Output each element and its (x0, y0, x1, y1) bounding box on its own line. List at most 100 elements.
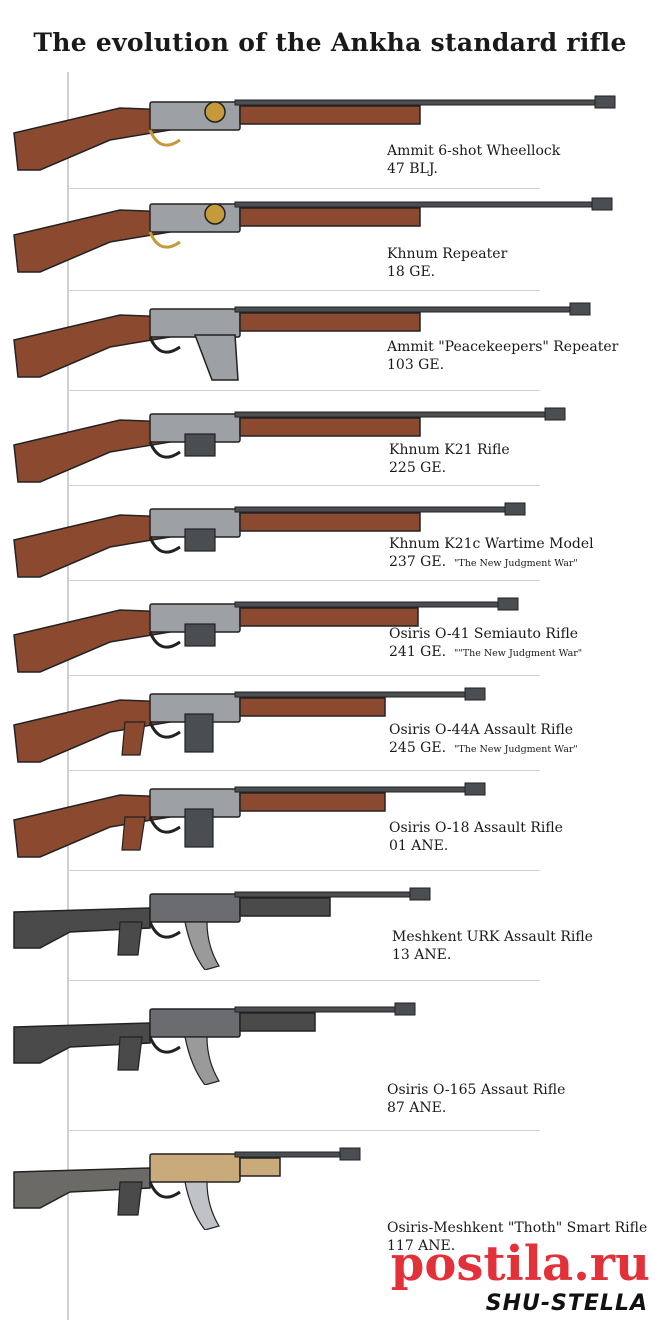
receiver-icon (149, 1153, 241, 1183)
page-title: The evolution of the Ankha standard rifl… (33, 28, 627, 57)
rifle-date-line: 245 GE."The New Judgment War" (389, 739, 578, 759)
magazine-icon (184, 808, 214, 848)
rifle-date: 237 GE. (389, 554, 447, 570)
barrel-icon (234, 786, 486, 793)
barrel-icon (234, 691, 486, 698)
stock-icon (13, 699, 171, 763)
rifle-date: 241 GE. (389, 644, 447, 660)
barrel-icon (234, 506, 526, 513)
magazine-icon (184, 528, 216, 552)
receiver-icon (149, 1008, 241, 1038)
separator-line (67, 390, 540, 391)
rifle-illustration (13, 782, 486, 858)
handguard-icon (239, 312, 421, 332)
rifle-note: "The New Judgment War" (454, 558, 578, 569)
handguard-icon (239, 697, 386, 717)
trigger-guard-icon (148, 631, 181, 649)
rifle-name: Osiris O-165 Assaut Rifle (387, 1082, 566, 1098)
pistol-grip-icon (121, 721, 146, 756)
receiver-icon (149, 203, 241, 233)
barrel-icon (234, 1006, 416, 1013)
stock-icon (13, 107, 171, 171)
handguard-icon (239, 607, 419, 627)
rifle-date-line: 01 ANE. (389, 837, 563, 855)
rifle-date: 18 GE. (387, 264, 436, 280)
trigger-guard-icon (148, 816, 181, 834)
stock-icon (13, 609, 171, 673)
handguard-icon (239, 417, 421, 437)
rifle-name: Ammit 6-shot Wheellock (387, 143, 561, 159)
rifle-illustration (13, 1147, 361, 1230)
rifle-date-line: 103 GE. (387, 356, 618, 374)
rifle-date-line: 237 GE. "The New Judgment War" (389, 553, 594, 573)
rifle-date: 87 ANE. (387, 1100, 447, 1116)
trigger-guard-icon (148, 129, 181, 147)
rifle-date: 13 ANE. (392, 947, 452, 963)
trigger-guard-icon (148, 336, 181, 354)
muzzle-icon (591, 197, 613, 211)
rifle-illustration (13, 197, 613, 273)
rifle-date-line: 225 GE. (389, 459, 510, 477)
trigger-guard-icon (148, 921, 181, 939)
receiver-icon (149, 893, 241, 923)
rifle-label: Khnum Repeater 18 GE. (387, 245, 507, 281)
muzzle-icon (569, 302, 591, 316)
separator-line (67, 1130, 540, 1131)
separator-line (67, 980, 540, 981)
rifle-label: Ammit 6-shot Wheellock 47 BLJ. (387, 142, 560, 178)
trigger-guard-icon (148, 1181, 181, 1199)
separator-line (67, 188, 540, 189)
muzzle-icon (464, 687, 486, 701)
artist-name: SHU-STELLA (485, 1291, 648, 1316)
magazine-icon (184, 623, 216, 647)
rifle-date-line: 47 BLJ. (387, 160, 560, 178)
rifle-name: Osiris O-44A Assault Rifle (389, 722, 574, 738)
rifle-name: Khnum Repeater (387, 246, 508, 262)
separator-line (67, 580, 540, 581)
stock-icon (13, 419, 171, 483)
rifle-label: Khnum K21 Rifle 225 GE. (389, 441, 510, 477)
handguard-icon (239, 512, 421, 532)
muzzle-icon (504, 502, 526, 516)
trigger-guard-icon (148, 536, 181, 554)
rifle-label: Osiris O-165 Assaut Rifle 87 ANE. (387, 1081, 565, 1117)
rifle-date: 225 GE. (389, 460, 447, 476)
rifle-note: "The New Judgment War" (454, 744, 578, 755)
magazine-icon (184, 1181, 220, 1230)
rifle-date: 117 ANE. (387, 1238, 456, 1254)
magazine-icon (184, 713, 214, 753)
trigger-guard-icon (148, 441, 181, 459)
rifle-illustration (13, 302, 591, 381)
separator-line (67, 485, 540, 486)
receiver-icon (149, 308, 241, 338)
barrel-icon (234, 306, 591, 313)
wheellock-icon (204, 101, 226, 123)
rifle-name: Osiris-Meshkent "Thoth" Smart Rifle (387, 1220, 648, 1236)
stock-icon (13, 514, 171, 578)
rifle-illustration (13, 887, 431, 970)
rifle-date: 103 GE. (387, 357, 445, 373)
rifle-date-line: 241 GE.""The New Judgment War" (389, 643, 582, 663)
magazine-icon (184, 1036, 220, 1085)
handguard-icon (239, 1012, 316, 1032)
handguard-icon (239, 105, 421, 125)
rifle-illustration (13, 407, 566, 483)
barrel-icon (234, 891, 431, 898)
rifle-label: Ammit "Peacekeepers" Repeater 103 GE. (387, 338, 618, 374)
rifle-name: Ammit "Peacekeepers" Repeater (387, 339, 619, 355)
rifle-name: Khnum K21 Rifle (389, 442, 510, 458)
rifle-date: 47 BLJ. (387, 161, 438, 177)
artist-signature: SHU-STELLA (486, 1291, 648, 1316)
muzzle-icon (339, 1147, 361, 1161)
timeline-line (67, 72, 69, 1320)
magazine-icon (184, 921, 220, 970)
trigger-guard-icon (148, 231, 181, 249)
pistol-grip-icon (117, 1036, 143, 1071)
rifle-illustration (13, 502, 526, 578)
pistol-grip-icon (117, 921, 143, 956)
